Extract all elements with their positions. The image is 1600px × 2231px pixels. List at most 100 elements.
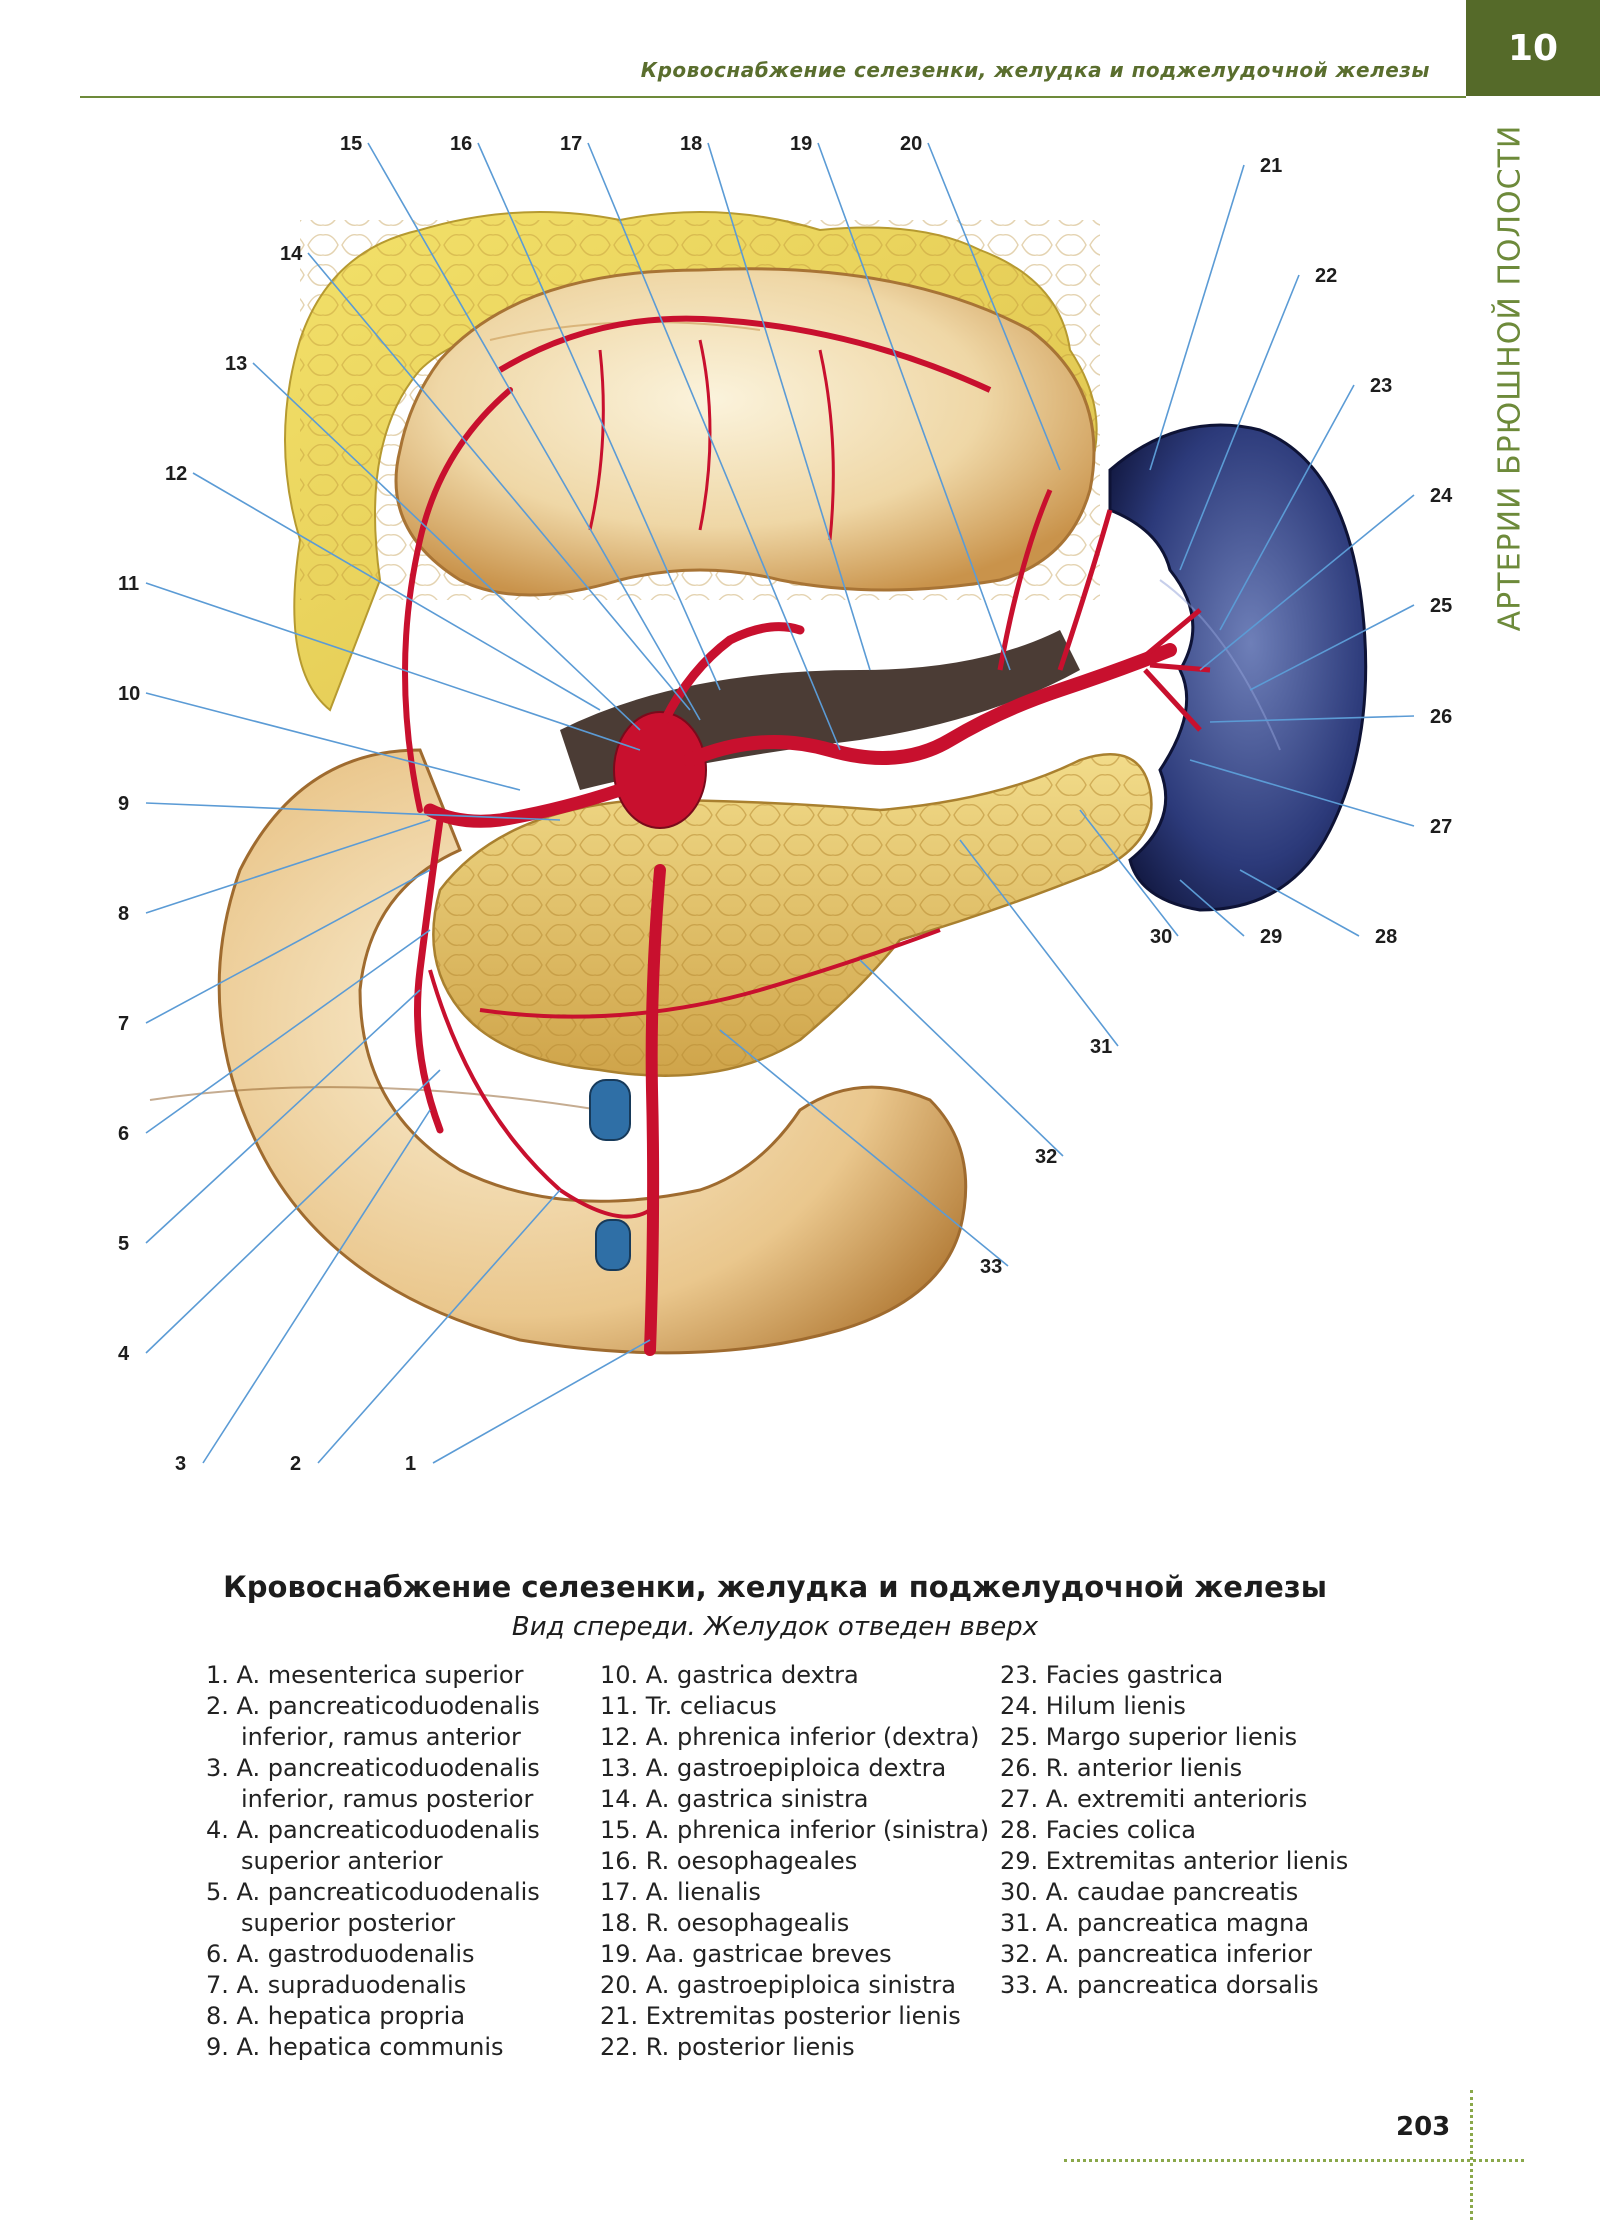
- callout-number: 4: [118, 1343, 130, 1365]
- legend-item: 26. R. anterior lienis: [1000, 1753, 1348, 1784]
- leader-line: [145, 1069, 441, 1354]
- leader-line: [477, 142, 721, 691]
- page-number: 203: [1396, 2112, 1451, 2142]
- legend-item: 5. A. pancreaticoduodenalis superior post…: [206, 1877, 540, 1939]
- legend-item-text: 23. Facies gastrica: [1000, 1661, 1224, 1689]
- legend-item-text: 24. Hilum lienis: [1000, 1692, 1186, 1720]
- callout: 8: [118, 819, 431, 925]
- leader-line: [367, 142, 701, 721]
- arterial-trunks: [402, 315, 1211, 1356]
- callout-number: 26: [1430, 706, 1452, 728]
- callout-number: 18: [680, 133, 702, 155]
- legend-item-text: 33. A. pancreatica dorsalis: [1000, 1971, 1319, 1999]
- spleen: [1108, 423, 1368, 912]
- leader-line: [145, 692, 521, 791]
- callout-number: 14: [280, 243, 303, 265]
- leader-line: [719, 1029, 1009, 1267]
- callout: 15: [340, 133, 701, 721]
- callout-number: 29: [1260, 926, 1282, 948]
- legend-item: 9. A. hepatica communis: [206, 2032, 540, 2063]
- callout-number: 31: [1090, 1036, 1112, 1058]
- legend-item: 22. R. posterior lienis: [600, 2032, 989, 2063]
- stomach: [394, 267, 1096, 597]
- chapter-number-tab: 10: [1466, 0, 1600, 96]
- legend-item-text: 3. A. pancreaticoduodenalis: [206, 1754, 540, 1782]
- callout: 9: [118, 793, 561, 821]
- legend-item: 12. A. phrenica inferior (dextra): [600, 1722, 989, 1753]
- legend-item-text: 9. A. hepatica communis: [206, 2033, 504, 2061]
- legend-item-continuation: inferior, ramus posterior: [241, 1785, 534, 1813]
- legend-item: 24. Hilum lienis: [1000, 1691, 1348, 1722]
- legend-item: 18. R. oesophagealis: [600, 1908, 989, 1939]
- callout: 7: [118, 869, 431, 1035]
- leader-line: [817, 142, 1011, 671]
- callout: 28: [1239, 869, 1397, 948]
- legend-item: 13. A. gastroepiploica dextra: [600, 1753, 989, 1784]
- legend-item-text: 21. Extremitas posterior lienis: [600, 2002, 961, 2030]
- legend-item-text: 31. A. pancreatica magna: [1000, 1909, 1310, 1937]
- legend-item-text: 5. A. pancreaticoduodenalis: [206, 1878, 540, 1906]
- legend-item: 6. A. gastroduodenalis: [206, 1939, 540, 1970]
- leader-line: [959, 839, 1119, 1047]
- legend-item-text: 32. A. pancreatica inferior: [1000, 1940, 1312, 1968]
- callout: 20: [900, 133, 1061, 471]
- callout-number: 27: [1430, 816, 1452, 838]
- legend-item: 15. A. phrenica inferior (sinistra): [600, 1815, 989, 1846]
- leader-line: [859, 959, 1064, 1157]
- callout: 23: [1219, 375, 1392, 631]
- legend-item-continuation: superior anterior: [241, 1847, 443, 1875]
- leader-line: [1179, 879, 1245, 937]
- legend-item-text: 2. A. pancreaticoduodenalis: [206, 1692, 540, 1720]
- callout-number: 28: [1375, 926, 1397, 948]
- superior-mesenteric-vein: [589, 1079, 631, 1141]
- legend-item-text: 29. Extremitas anterior lienis: [1000, 1847, 1349, 1875]
- legend-item-continuation: superior posterior: [241, 1909, 456, 1937]
- callout: 24: [1199, 485, 1453, 671]
- legend-item-text: 6. A. gastroduodenalis: [206, 1940, 475, 1968]
- legend-item: 21. Extremitas posterior lienis: [600, 2001, 989, 2032]
- callout: 13: [225, 353, 641, 731]
- callout-number: 12: [165, 463, 187, 485]
- callout: 19: [790, 133, 1011, 671]
- callout: 26: [1209, 706, 1452, 728]
- legend-item: 10. A. gastrica dextra: [600, 1660, 989, 1691]
- leader-line: [1219, 384, 1355, 631]
- legend-item-text: 19. Aa. gastricae breves: [600, 1940, 892, 1968]
- callout-number: 15: [340, 133, 362, 155]
- legend-item: 8. A. hepatica propria: [206, 2001, 540, 2032]
- legend-item: 27. A. extremiti anterioris: [1000, 1784, 1348, 1815]
- legend-item: 25. Margo superior lienis: [1000, 1722, 1348, 1753]
- legend-item: 3. A. pancreaticoduodenalis inferior, ram…: [206, 1753, 540, 1815]
- legend-item-text: 17. A. lienalis: [600, 1878, 761, 1906]
- legend-item-text: 15. A. phrenica inferior (sinistra): [600, 1816, 990, 1844]
- callout: 2: [290, 1189, 561, 1475]
- callout: 21: [1149, 155, 1282, 471]
- callout: 11: [118, 573, 641, 751]
- callout-number: 5: [118, 1233, 129, 1255]
- leader-line: [1189, 759, 1415, 827]
- legend-item-text: 10. A. gastrica dextra: [600, 1661, 859, 1689]
- callout: 25: [1249, 595, 1452, 691]
- callout: 29: [1179, 879, 1282, 948]
- callout: 32: [859, 959, 1064, 1168]
- legend-item: 33. A. pancreatica dorsalis: [1000, 1970, 1348, 2001]
- callout-number: 10: [118, 683, 140, 705]
- legend-item: 32. A. pancreatica inferior: [1000, 1939, 1348, 1970]
- callout-number: 25: [1430, 595, 1452, 617]
- legend-item: 1. A. mesenterica superior: [206, 1660, 540, 1691]
- leader-line: [307, 252, 691, 711]
- callout: 3: [175, 1109, 431, 1475]
- leader-line: [145, 929, 431, 1134]
- callout: 27: [1189, 759, 1452, 838]
- callout: 4: [118, 1069, 441, 1365]
- legend-item-text: 14. A. gastrica sinistra: [600, 1785, 869, 1813]
- callout-number: 1: [405, 1453, 416, 1475]
- callout-number: 21: [1260, 155, 1282, 177]
- callout-number: 33: [980, 1256, 1002, 1278]
- callout-number: 20: [900, 133, 922, 155]
- legend-item-text: 7. A. supraduodenalis: [206, 1971, 467, 1999]
